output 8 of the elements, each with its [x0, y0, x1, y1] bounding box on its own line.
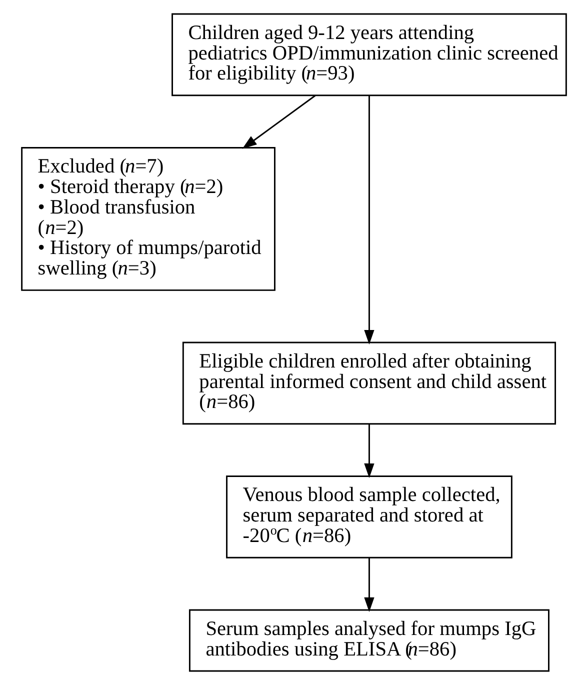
arrow [364, 95, 374, 345]
node-box: Excluded (n=7) • Steroid therapy (n=2) • Blood transfusion (n=2) • History of mumps/parotid swelling (n=3) [20, 147, 275, 291]
arrow [242, 95, 316, 149]
node-box: Children aged 9-12 years attending pediatrics OPD/immunization clinic screened for eligibility (n=93) [171, 13, 566, 96]
node-box: Eligible children enrolled after obtaining parental informed consent and child assent (n=86) [182, 342, 556, 425]
arrow [364, 558, 374, 612]
node-box: Venous blood sample collected, serum separated and stored at -20$^{o}$C (n=86) [226, 476, 512, 558]
arrow [364, 424, 374, 478]
